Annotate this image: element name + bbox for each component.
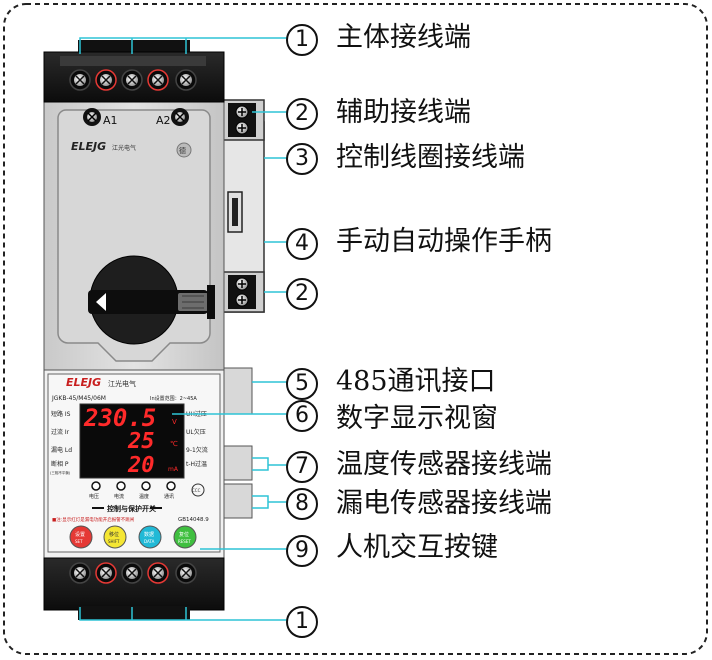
right-label: 9-1欠流 [186,446,208,454]
callout-number: 3 [286,143,318,175]
left-labels: 短路 IS 过流 Ir 漏电 Ld 断相 P (三相不平衡) [50,410,72,475]
top-terminal-screw-slot [181,75,191,85]
button-label-cn: 数据 [144,531,154,538]
top-terminal-screw-slot [127,75,137,85]
rotary-handle[interactable] [88,255,215,345]
left-label: 断相 P [51,460,69,468]
callout-label: 温度传感器接线端 [336,449,552,480]
bottom-terminal-screws [69,562,197,584]
side-ports [221,367,253,519]
callout-label: 漏电传感器接线端 [336,488,552,519]
top-terminal-screw-slot [153,75,163,85]
indicator-label: 温度 [139,493,149,500]
button-circle[interactable] [138,525,162,549]
callout-number: 7 [286,451,318,483]
terminal-a1-label: A1 [103,114,118,127]
coil-terminal-a2 [171,108,189,126]
callout-number: 8 [286,488,318,520]
indicator-leds [91,481,176,491]
button-circle[interactable] [103,525,127,549]
product-name: 控制与保护开关 [107,504,156,513]
ccc-mark-icon [191,483,205,497]
leader-lines [79,37,288,621]
upper-brand-cn: 江光电气 [112,144,136,152]
display-unit2: ℃ [170,440,178,448]
display-unit1: V [172,418,177,426]
coil-terminal-a1 [83,108,101,126]
bottom-terminal-screw-slot [101,568,111,578]
button-label-en: SET [75,539,83,544]
callout-label: 主体接线端 [336,22,471,53]
panel-brand-cn: 江光电气 [108,379,136,388]
upper-brand: ELEJG [71,140,106,153]
display-line2: 25 [127,429,155,454]
bottom-terminal-screw-slot [181,568,191,578]
indicator-label: 电流 [114,493,124,500]
bottom-terminal-screw-slot [75,568,85,578]
top-terminal-screws [69,69,197,91]
callout-label: 手动自动操作手柄 [336,226,552,257]
callout-number: 5 [286,368,318,400]
reset-button[interactable] [173,525,197,549]
shift-button[interactable] [103,525,127,549]
callout-label: 人机交互按键 [336,532,498,563]
callout-number: 6 [286,400,318,432]
button-label-cn: 移位 [109,531,119,538]
button-label-cn: 复位 [179,531,189,538]
button-circle[interactable] [69,525,93,549]
display-line3: 20 [127,453,155,478]
callout-label: 485通讯接口 [336,366,496,397]
button-label-en: DATA [144,539,155,544]
callout-label: 控制线圈接线端 [336,142,525,173]
aux-terminal-screws [235,105,249,307]
right-label: t-H过温 [186,460,207,468]
indicator-label: 通讯 [164,493,174,500]
panel-note: ■注:显示红灯是漏电功能开启报警不跳闸 [52,516,135,523]
ccc-mark-text: CCC [192,488,201,493]
callout-label: 数字显示视窗 [336,403,498,434]
callout-number: 2 [286,278,318,310]
callout-number: 1 [286,606,318,638]
left-label: 过流 Ir [51,428,70,436]
left-label: 短路 IS [51,410,71,418]
terminal-a2-label: A2 [156,114,171,127]
callout-number: 2 [286,98,318,130]
callout-number: 4 [286,228,318,260]
bottom-terminal-screw-slot [153,568,163,578]
data-button[interactable] [138,525,162,549]
button-label-cn: 设置 [75,531,85,538]
callout-label: 辅助接线端 [336,97,471,128]
right-label: UL欠压 [186,428,206,436]
brand-badge-text: 德 [179,146,186,155]
standard-text: GB14048.9 [178,517,209,523]
set-button[interactable] [69,525,93,549]
callout-number: 9 [286,535,318,567]
button-label-en: RESET [178,539,191,544]
top-terminal-screw-slot [101,75,111,85]
top-terminal-screw-slot [75,75,85,85]
panel-brand: ELEJG [66,376,101,389]
button-label-en: SHIFT [108,539,120,544]
display-line1: 230.5 [83,404,156,432]
callout-number: 1 [286,24,318,56]
left-label: 漏电 Ld [51,446,72,454]
button-circle[interactable] [173,525,197,549]
model-text: JGKB-45/M45/06M [51,395,106,402]
digital-display [79,403,185,479]
range-text: In设置范围：2~45A [150,395,197,402]
bottom-terminal-screw-slot [127,568,137,578]
indicator-label: 电压 [89,493,99,500]
left-sublabel: (三相不平衡) [50,470,71,475]
display-unit3: mA [168,466,179,473]
brand-badge-icon [176,142,192,158]
